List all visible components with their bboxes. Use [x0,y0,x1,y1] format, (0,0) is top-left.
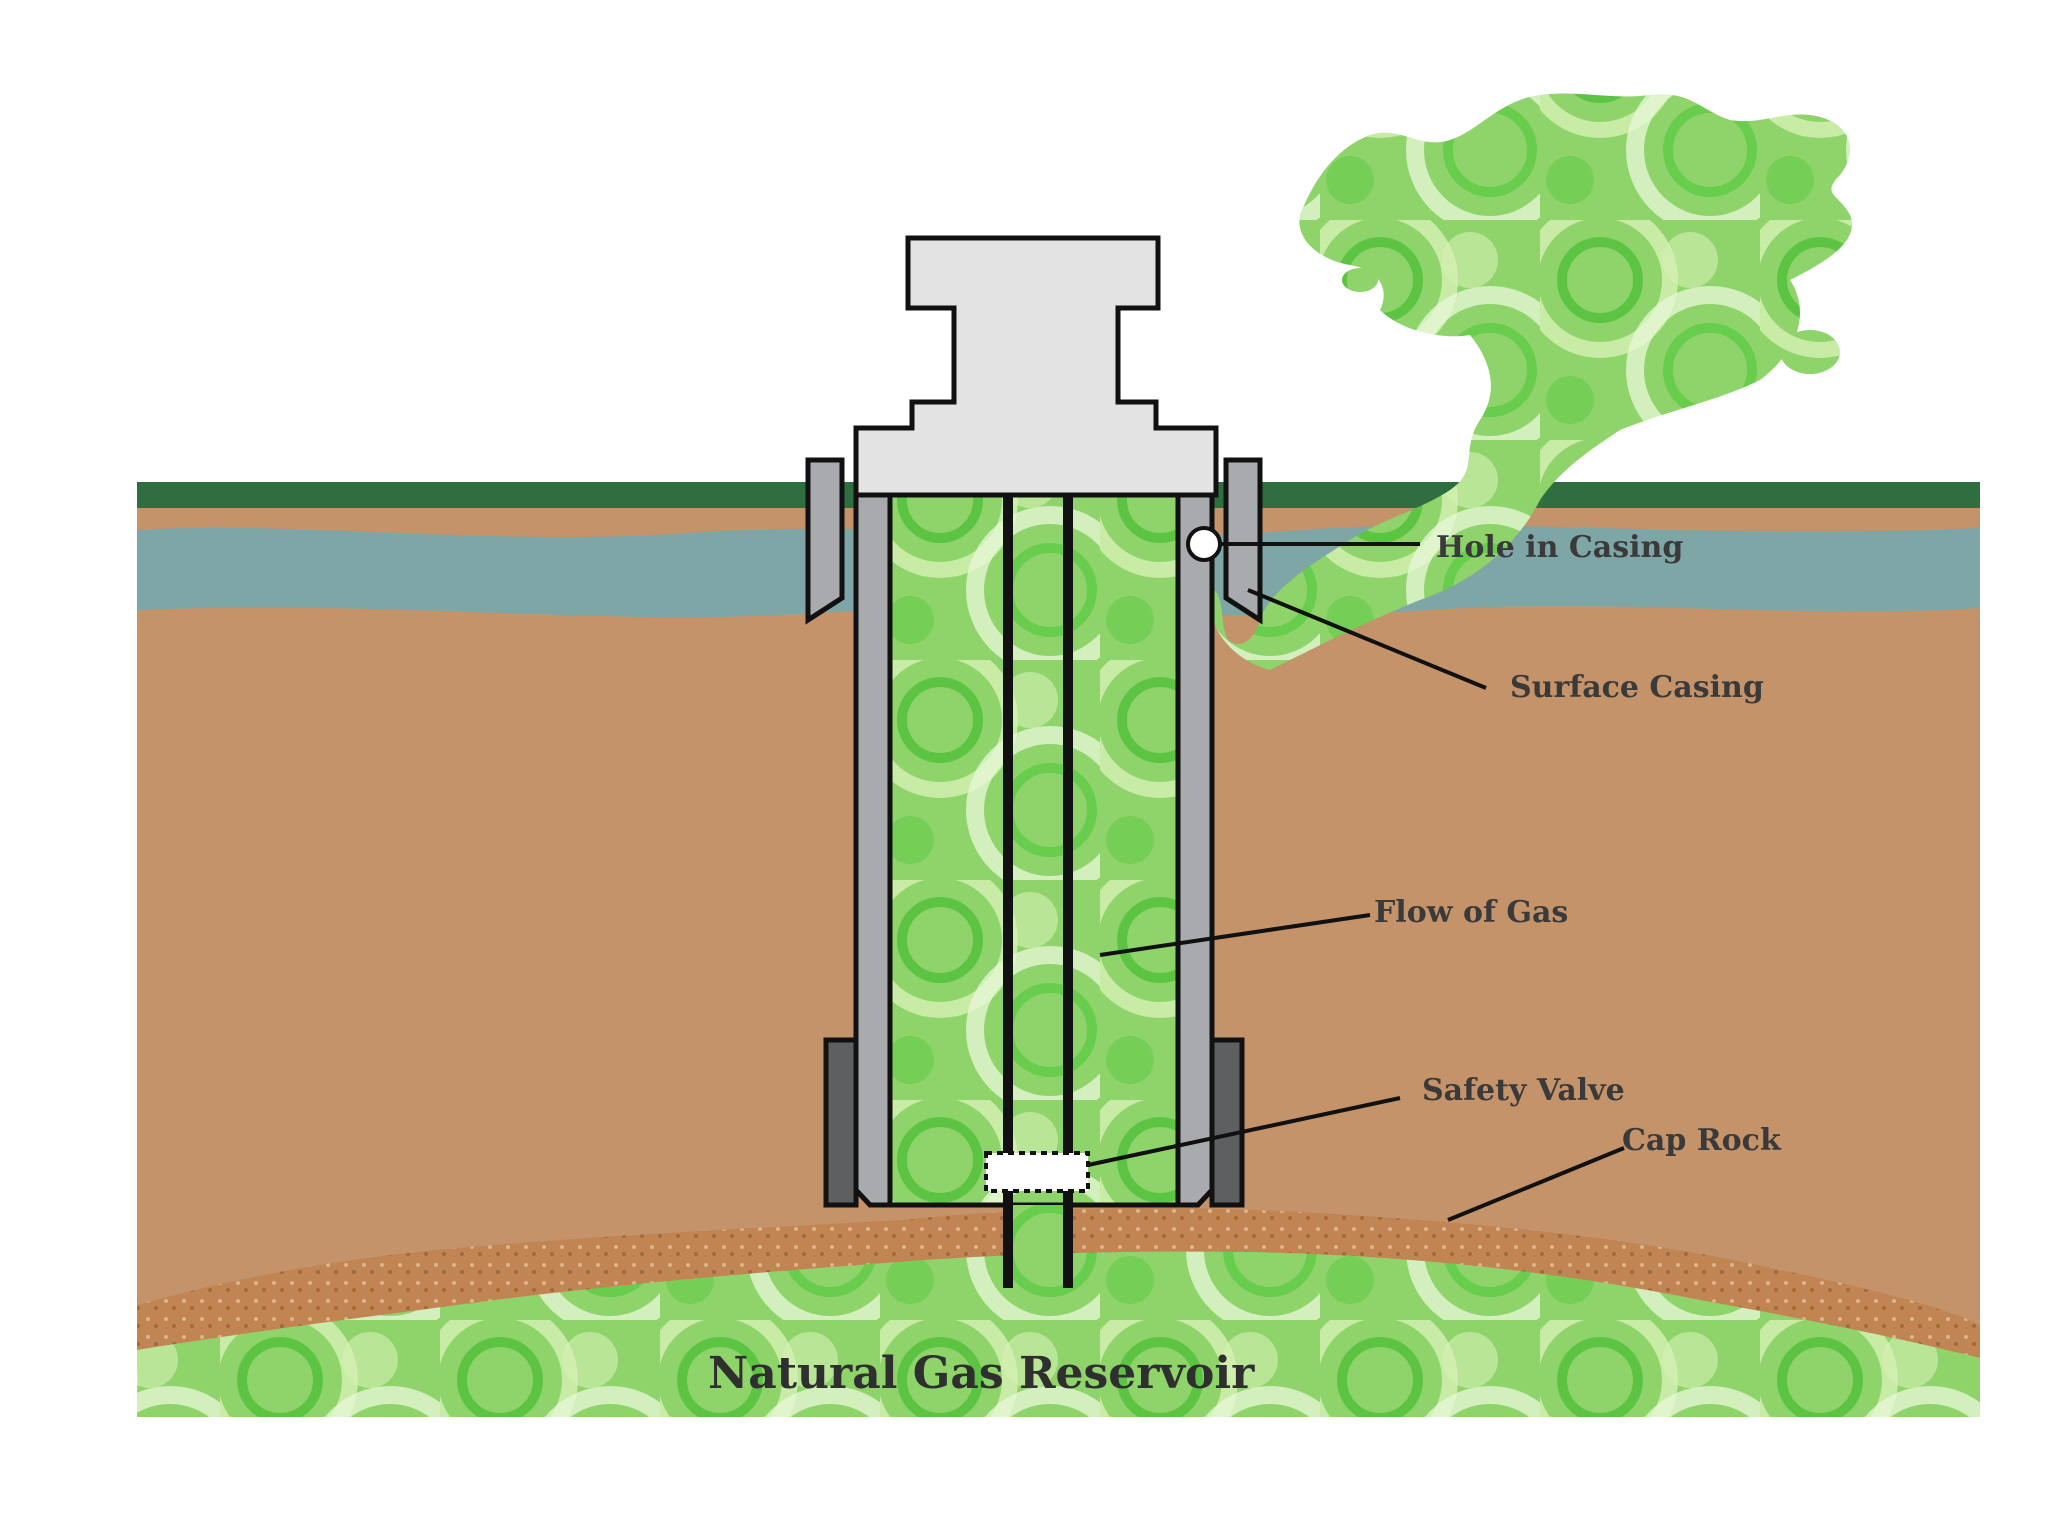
gas-puff [1780,330,1840,374]
wellhead [853,235,1219,498]
gas-column [887,492,1181,1208]
lower-casing-left [823,1037,859,1208]
escaping-gas-plume [1211,93,1852,670]
label-natural-gas-reservoir: Natural Gas Reservoir [708,1348,1255,1399]
cap-rock-layer [137,1208,1980,1358]
leader-flow-of-gas [1099,913,1371,957]
label-surface-casing: Surface Casing [1510,670,1764,705]
leader-safety-valve [1087,1096,1401,1167]
label-hole-in-casing: Hole in Casing [1436,530,1683,565]
tubing-gas [1013,1205,1063,1288]
lower-casing-right [1209,1037,1245,1208]
leader-cap-rock [1447,1146,1625,1222]
production-casing-right-wall [1175,492,1215,1208]
production-casing-left-wall [853,492,893,1208]
hole-in-casing [1186,526,1222,562]
label-flow-of-gas: Flow of Gas [1374,895,1568,930]
surface-casing-left [805,457,845,625]
gas-puff [1342,268,1378,292]
label-safety-valve: Safety Valve [1422,1073,1625,1108]
label-cap-rock: Cap Rock [1622,1123,1782,1158]
safety-valve [984,1151,1090,1193]
surface-casing-right [1223,457,1263,625]
leader-surface-casing [1247,588,1487,690]
gas-reservoir [137,1251,1980,1417]
